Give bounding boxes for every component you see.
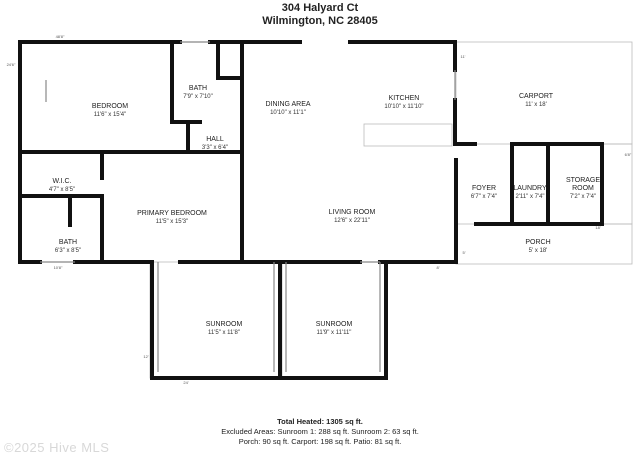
hall-dim: 3'3" x 6'4" <box>202 145 228 151</box>
porch-label: PORCH <box>525 239 550 246</box>
bath1-dim: 7'9" x 7'10" <box>183 94 213 100</box>
dining-dim: 10'10" x 11'1" <box>270 110 306 116</box>
primary-dim: 11'5" x 15'3" <box>156 219 188 225</box>
kitchen-label: KITCHEN <box>389 95 420 102</box>
dining-label: DINING AREA <box>265 101 310 108</box>
dim-sunroom-bottom: 24' <box>183 380 188 385</box>
dim-sunroom-left: 12' <box>143 354 148 359</box>
bath2-label: BATH <box>59 239 77 246</box>
dim-storage-side: 6'8" <box>625 152 632 157</box>
living-label: LIVING ROOM <box>329 209 376 216</box>
windows <box>40 41 456 372</box>
dim-living-bottom: 8' <box>437 265 440 270</box>
excluded-areas-line2: Porch: 90 sq ft. Carport: 198 sq ft. Pat… <box>238 437 402 446</box>
storage-outline <box>547 143 633 225</box>
sunroom1-dim: 11'5" x 11'8" <box>208 330 240 336</box>
dim-bottom-bath: 10'8" <box>54 265 63 270</box>
primary-label: PRIMARY BEDROOM <box>137 210 207 217</box>
dim-porch-left: 5' <box>463 250 466 255</box>
bath1-label: BATH <box>189 85 207 92</box>
carport-dim: 11' x 18' <box>525 102 547 108</box>
address-street: 304 Halyard Ct <box>281 2 359 14</box>
carport-label: CARPORT <box>519 93 554 100</box>
storage-dim: 7'2" x 7'4" <box>570 194 596 200</box>
walls <box>18 40 604 380</box>
counter-outline <box>363 123 453 147</box>
dim-carport-side: 11' <box>461 54 466 59</box>
laundry-dim: 2'11" x 7'4" <box>515 194 544 200</box>
living-dim: 12'6" x 22'11" <box>334 218 370 224</box>
sunroom2-label: SUNROOM <box>316 321 353 328</box>
total-heated: Total Heated: 1305 sq ft. <box>277 417 363 426</box>
storage-label-2: ROOM <box>572 185 594 192</box>
bath2-dim: 6'3" x 8'5" <box>55 248 81 254</box>
area-summary: Total Heated: 1305 sq ft. Excluded Areas… <box>0 417 640 447</box>
bedroom-dim: 11'6" x 15'4" <box>94 112 126 118</box>
foyer-dim: 6'7" x 7'4" <box>471 194 497 200</box>
edge-dimensions: 48'8" 24'6" 11' 6'8" 18' 5' 10'8" 8' 12'… <box>7 34 632 385</box>
mls-watermark: ©2025 Hive MLS <box>4 440 110 455</box>
storage-label: STORAGE <box>566 177 600 184</box>
wic-dim: 4'7" x 8'5" <box>49 187 75 193</box>
laundry-label: LAUNDRY <box>513 185 547 192</box>
dim-porch-right: 18' <box>595 225 600 230</box>
hall-label: HALL <box>206 136 224 143</box>
foyer-label: FOYER <box>472 185 496 192</box>
sunroom1-label: SUNROOM <box>206 321 243 328</box>
dim-left-top: 24'6" <box>7 62 16 67</box>
bedroom-label: BEDROOM <box>92 103 128 110</box>
address-city: Wilmington, NC 28405 <box>262 15 378 27</box>
excluded-areas-line1: Excluded Areas: Sunroom 1: 288 sq ft. Su… <box>221 427 419 436</box>
room-labels: BEDROOM 11'6" x 15'4" BATH 7'9" x 7'10" … <box>49 85 600 336</box>
address-header: 304 Halyard Ct Wilmington, NC 28405 <box>0 2 640 28</box>
porch-dim: 5' x 18' <box>529 248 548 254</box>
sunroom-bottom-left <box>149 261 283 379</box>
dim-top-left: 48'8" <box>56 34 65 39</box>
wic-label: W.I.C. <box>52 178 71 185</box>
sunroom2-dim: 11'9" x 11'11" <box>317 330 352 336</box>
kitchen-dim: 10'10" x 11'10" <box>384 104 423 110</box>
